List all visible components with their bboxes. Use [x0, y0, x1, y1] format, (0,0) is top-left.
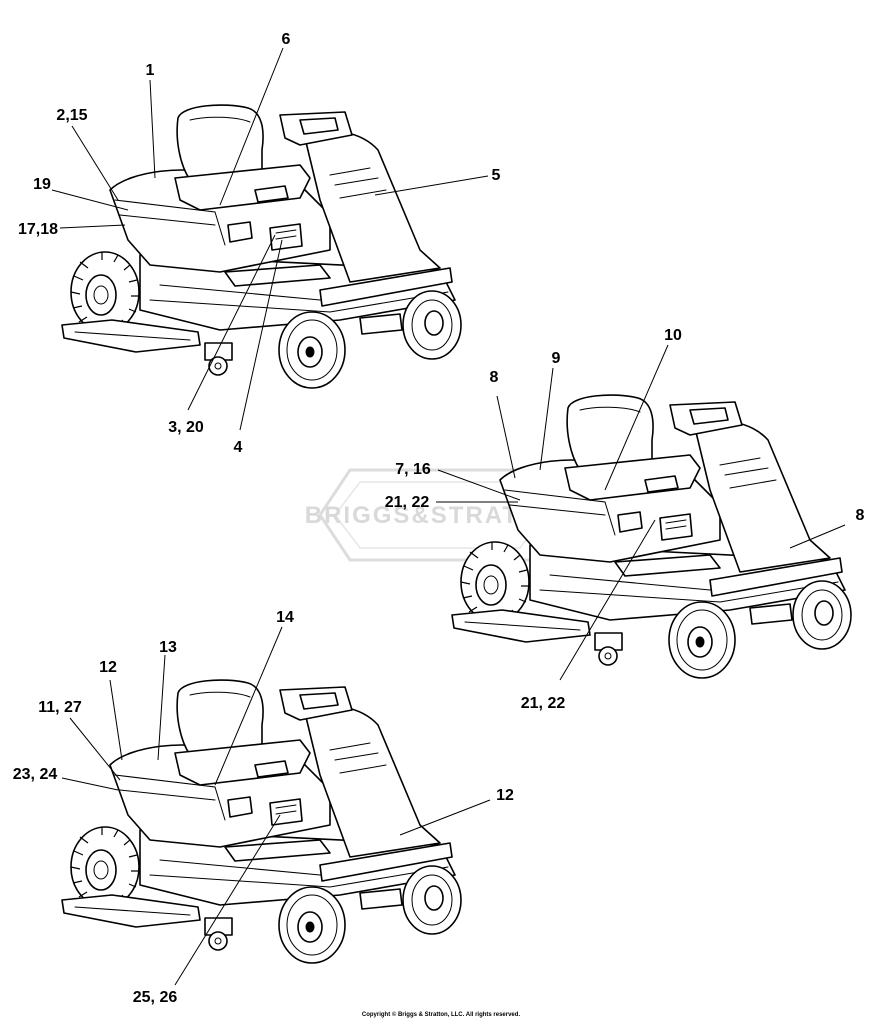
callout-7-16: 7, 16 — [395, 461, 431, 478]
callout-12-right: 12 — [496, 787, 514, 804]
callout-9: 9 — [552, 350, 561, 367]
callout-2-15: 2,15 — [56, 107, 87, 124]
leader-lines — [51, 47, 846, 986]
mower-illustration-bottom — [61, 679, 462, 964]
callout-23-24: 23, 24 — [13, 766, 58, 783]
callout-13: 13 — [159, 639, 177, 656]
callout-1: 1 — [146, 62, 155, 79]
callout-10: 10 — [664, 327, 682, 344]
callout-11-27: 11, 27 — [38, 699, 82, 716]
callout-14: 14 — [276, 609, 294, 626]
callout-4: 4 — [234, 439, 243, 456]
callout-12-left: 12 — [99, 659, 117, 676]
callout-21-22-upper: 21, 22 — [385, 494, 430, 511]
mower-illustration-top — [61, 104, 462, 389]
callouts-bottom: 12 13 14 11, 27 23, 24 12 25, 26 — [13, 609, 514, 1006]
callout-6: 6 — [282, 31, 291, 48]
mower-illustration-right — [451, 394, 852, 679]
callout-8-left: 8 — [490, 369, 499, 386]
callout-5: 5 — [492, 167, 501, 184]
callout-25-26: 25, 26 — [133, 989, 178, 1006]
callout-19: 19 — [33, 176, 51, 193]
callout-8-right: 8 — [856, 507, 865, 524]
callouts-right: 10 9 8 7, 16 21, 22 8 21, 22 — [385, 327, 865, 712]
callouts-top: 1 2,15 19 17,18 6 5 3, 20 4 — [18, 31, 501, 456]
copyright-notice: Copyright © Briggs & Stratton, LLC. All … — [361, 1012, 521, 1018]
callout-3-20: 3, 20 — [168, 419, 204, 436]
callout-17-18: 17,18 — [18, 221, 58, 238]
callout-21-22-lower: 21, 22 — [521, 695, 566, 712]
